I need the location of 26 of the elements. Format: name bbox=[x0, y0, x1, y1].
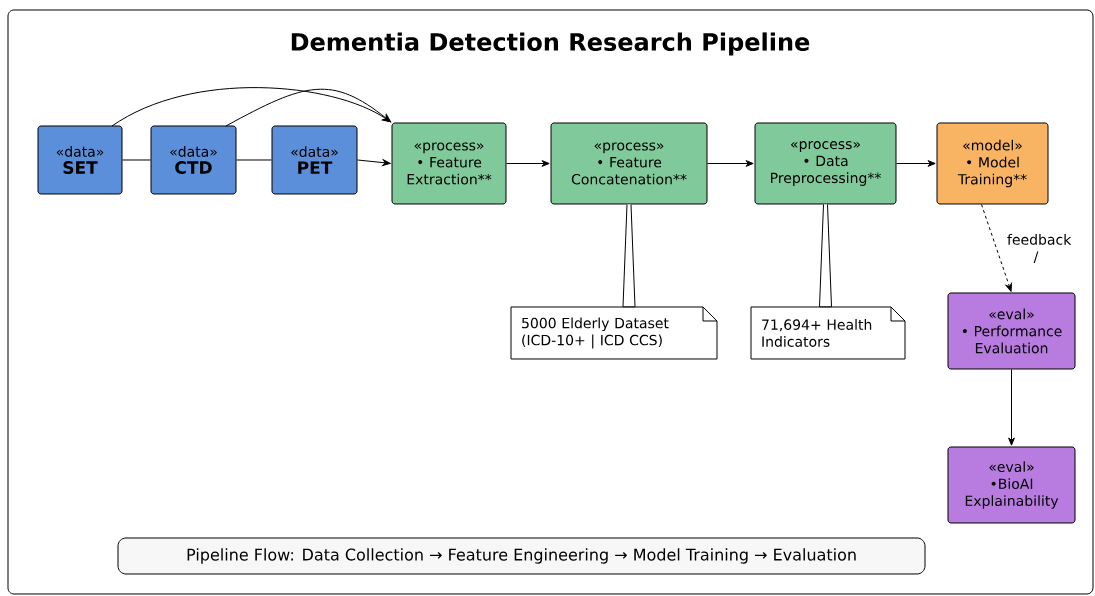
arrow bbox=[707, 160, 754, 167]
evaluation-box: «eval» •BioAI Explainability bbox=[947, 446, 1076, 524]
connector-line bbox=[236, 159, 272, 161]
arrow bbox=[506, 160, 550, 167]
process-box: «process» • Feature Extraction** bbox=[391, 122, 507, 205]
leader-line bbox=[622, 204, 636, 308]
note-box: 5000 Elderly Dataset (ICD-10+ | ICD CCS) bbox=[510, 306, 718, 360]
data-box: «data» SET bbox=[37, 125, 123, 195]
model-box: «model» • Model Training** bbox=[936, 122, 1049, 205]
arrow bbox=[225, 88, 391, 127]
process-box: «process» • Feature Concatenation** bbox=[550, 122, 708, 205]
arrow bbox=[357, 159, 391, 166]
arrow bbox=[896, 160, 936, 167]
arrow bbox=[111, 87, 391, 127]
connector-line bbox=[122, 159, 151, 161]
leader-line bbox=[819, 204, 832, 308]
data-box: «data» PET bbox=[271, 125, 358, 195]
process-box: «process» • Data Preprocessing** bbox=[754, 122, 897, 205]
data-box: «data» CTD bbox=[150, 125, 237, 195]
title: Dementia Detection Research Pipeline bbox=[291, 32, 810, 56]
summary-box: Pipeline Flow: Data Collection → Feature Engineering → Model Training → Evaluation bbox=[117, 537, 926, 575]
edge-label: feedback / bbox=[1006, 233, 1072, 264]
arrow bbox=[1008, 369, 1015, 446]
arrow bbox=[981, 204, 1012, 292]
note-box: 71,694+ Health Indicators bbox=[750, 306, 906, 360]
evaluation-box: «eval» • Performance Evaluation bbox=[947, 292, 1076, 370]
